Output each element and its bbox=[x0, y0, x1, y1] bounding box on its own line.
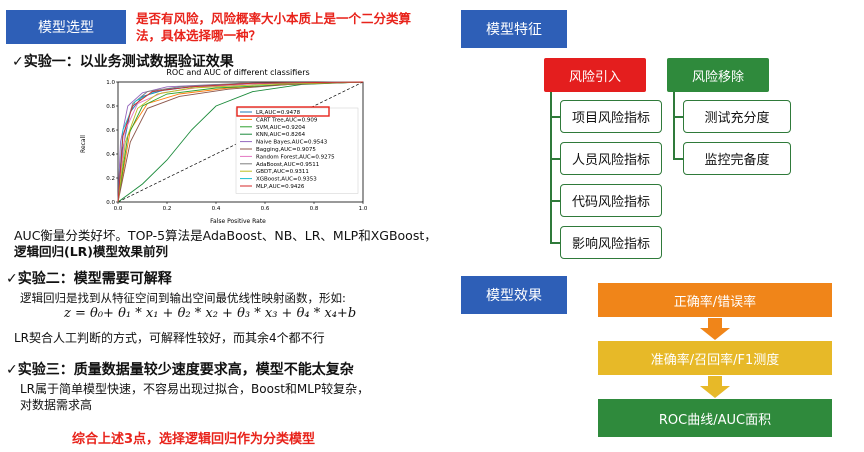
remove-connector-1 bbox=[673, 116, 683, 118]
roc-chart: ROC and AUC of different classifiers Rec… bbox=[78, 66, 378, 226]
legend-label: Naive Bayes,AUC=0.9543 bbox=[256, 140, 328, 146]
experiment2-desc: 逻辑回归是找到从特征空间到输出空间最优线性映射函数，形如: bbox=[20, 291, 346, 305]
experiment3-desc-line2: 对数据需求高 bbox=[20, 398, 93, 412]
legend-label: LR,AUC=0.9478 bbox=[256, 110, 301, 116]
legend-box bbox=[235, 107, 359, 194]
experiment1-title: ✓实验一：以业务测试数据验证效果 bbox=[12, 54, 234, 70]
risk-remove-node: 风险移除 bbox=[667, 58, 769, 92]
roc-curve-line bbox=[117, 81, 364, 203]
y-tick-label: 0.6 bbox=[106, 128, 115, 134]
arrow-down-icon bbox=[700, 318, 730, 340]
roc-curve-line bbox=[117, 81, 364, 203]
chart-ylabel: Recall bbox=[80, 135, 87, 153]
y-tick-label: 1.0 bbox=[106, 80, 115, 86]
legend-label: CART Tree,AUC=0.909 bbox=[256, 117, 318, 123]
arrow-down-icon bbox=[700, 376, 730, 398]
y-tick-label: 0.2 bbox=[106, 176, 115, 182]
chart-title: ROC and AUC of different classifiers bbox=[166, 68, 309, 77]
project-risk-item: 项目风险指标 bbox=[560, 100, 662, 133]
intro-connector-2 bbox=[550, 158, 560, 160]
precision-recall-f1-step: 准确率/召回率/F1测度 bbox=[598, 341, 832, 375]
monitoring-completeness-item: 监控完备度 bbox=[683, 142, 791, 175]
roc-auc-step: ROC曲线/AUC面积 bbox=[598, 399, 832, 437]
legend-label: KNN,AUC=0.8264 bbox=[256, 132, 306, 138]
roc-curve-line bbox=[117, 81, 364, 203]
personnel-risk-item: 人员风险指标 bbox=[560, 142, 662, 175]
intro-connector-3 bbox=[550, 200, 560, 202]
test-coverage-item: 测试充分度 bbox=[683, 100, 791, 133]
legend-label: Bagging,AUC=0.9075 bbox=[256, 147, 316, 153]
experiment3-desc-line1: LR属于简单模型快速，不容易出现过拟合，Boost和MLP较复杂， bbox=[20, 382, 370, 396]
impact-risk-item: 影响风险指标 bbox=[560, 226, 662, 259]
model-features-label: 模型特征 bbox=[461, 10, 567, 48]
remove-connector-2 bbox=[673, 158, 683, 160]
plot-frame bbox=[117, 81, 364, 203]
remove-connector-vertical bbox=[673, 92, 675, 158]
accuracy-error-step: 正确率/错误率 bbox=[598, 283, 832, 317]
model-effect-label: 模型效果 bbox=[461, 276, 567, 314]
conclusion-text: 综合上述3点，选择逻辑回归作为分类模型 bbox=[72, 432, 316, 447]
x-tick-label: 0.0 bbox=[114, 206, 123, 212]
y-tick-label: 0.8 bbox=[106, 104, 115, 110]
risk-intro-node: 风险引入 bbox=[544, 58, 646, 92]
legend-label: AdaBoost,AUC=0.9511 bbox=[256, 162, 319, 168]
intro-connector-4 bbox=[550, 242, 560, 244]
x-tick-label: 0.4 bbox=[212, 206, 221, 212]
roc-curve-line bbox=[117, 81, 364, 203]
experiment1-desc-line1: AUC衡量分类好坏。TOP-5算法是AdaBoost、NB、LR、MLP和XGB… bbox=[14, 228, 437, 243]
x-tick-label: 0.8 bbox=[310, 206, 319, 212]
question-note: 是否有风险，风险概率大小本质上是一个二分类算法，具体选择哪一种？ bbox=[136, 11, 412, 43]
legend-label: MLP,AUC=0.9426 bbox=[256, 184, 305, 190]
intro-connector-1 bbox=[550, 116, 560, 118]
legend-label: Random Forest,AUC=0.9275 bbox=[256, 154, 335, 160]
legend-highlight-box bbox=[236, 106, 330, 117]
x-tick-label: 1.0 bbox=[359, 206, 368, 212]
x-tick-label: 0.2 bbox=[163, 206, 172, 212]
experiment2-title: ✓实验二：模型需要可解释 bbox=[6, 271, 172, 287]
experiment1-desc-line2: 逻辑回归(LR)模型效果前列 bbox=[14, 244, 169, 259]
legend-label: GBDT,AUC=0.9311 bbox=[256, 169, 309, 175]
y-tick-label: 0.4 bbox=[106, 152, 115, 158]
intro-connector-vertical bbox=[550, 92, 552, 242]
y-tick-label: 0.0 bbox=[106, 200, 115, 206]
model-selection-label: 模型选型 bbox=[6, 10, 126, 44]
legend-label: XGBoost,AUC=0.9353 bbox=[256, 177, 317, 183]
linear-formula: z = θ₀+ θ₁ * x₁ + θ₂ * x₂ + θ₃ * x₃ + θ₄… bbox=[64, 306, 357, 321]
roc-chart-svg: ROC and AUC of different classifiers Rec… bbox=[80, 68, 368, 225]
x-tick-label: 0.6 bbox=[261, 206, 270, 212]
experiment2-note: LR契合人工判断的方式，可解释性较好，而其余4个都不行 bbox=[14, 331, 325, 345]
code-risk-item: 代码风险指标 bbox=[560, 184, 662, 217]
legend-label: SVM,AUC=0.9204 bbox=[256, 125, 306, 131]
experiment3-title: ✓实验三：质量数据量较少速度要求高，模型不能太复杂 bbox=[6, 362, 354, 378]
chart-xlabel: False Positive Rate bbox=[210, 218, 266, 225]
